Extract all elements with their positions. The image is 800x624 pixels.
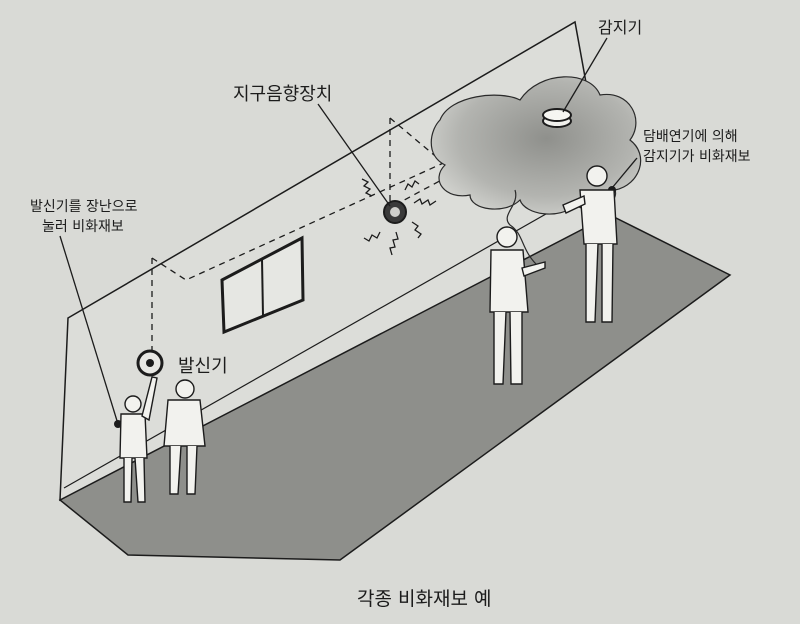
label-prank-line1: 발신기를 장난으로 (30, 199, 138, 215)
label-detector: 감지기 (598, 18, 643, 37)
figure-caption: 각종 비화재보 예 (357, 588, 492, 610)
leader-lines (59, 37, 638, 425)
label-prank-line2: 눌러 비화재보 (42, 219, 124, 235)
label-fire-bell: 지구음향장치 (233, 84, 333, 105)
person-pressing-button (119, 376, 158, 503)
label-smoke-line2: 감지기가 비화재보 (643, 149, 751, 165)
label-transmitter: 발신기 (178, 356, 228, 377)
person-smoking (489, 226, 546, 385)
sound-wave-lines (361, 178, 437, 256)
manual-call-point-icon (136, 349, 164, 377)
wiring (151, 109, 561, 352)
person-standing-right (562, 165, 618, 323)
fire-bell-icon (383, 200, 407, 224)
window (220, 235, 305, 335)
leader-dot (114, 420, 122, 428)
smoke-detector-icon (542, 108, 572, 128)
person-standing (163, 379, 206, 495)
smoke-trail (506, 189, 541, 269)
label-smoke-line1: 담배연기에 의해 (643, 129, 738, 145)
